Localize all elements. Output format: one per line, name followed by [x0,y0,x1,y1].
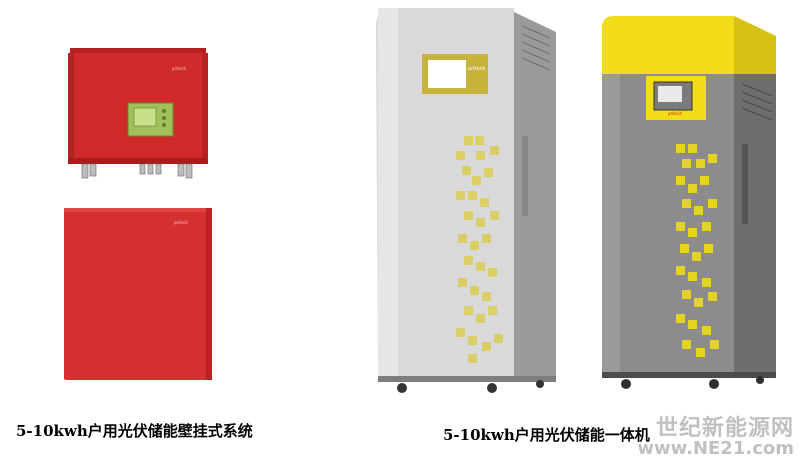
wall-system-caption: 5-10kwh户用光伏储能壁挂式系统 [16,422,253,440]
yellow-cabinet-brand: pritech [668,111,683,116]
yellow-cabinet-image: pritech [602,16,776,389]
watermark-url: www.NE21.com [637,438,794,459]
battery-brand: pritech [174,220,189,225]
grey-cabinet-brand: pritech [468,66,486,72]
inverter-brand: pritech [172,66,187,71]
cabinet-system-caption: 5-10kwh户用光伏储能一体机 [443,426,650,444]
site-watermark: 世纪新能源网 www.NE21.com [637,410,794,459]
grey-cabinet-image: pritech [376,8,556,393]
wall-battery-image: pritech [64,208,212,380]
wall-inverter-image: pritech [68,48,208,179]
watermark-site-name: 世纪新能源网 [655,416,794,441]
